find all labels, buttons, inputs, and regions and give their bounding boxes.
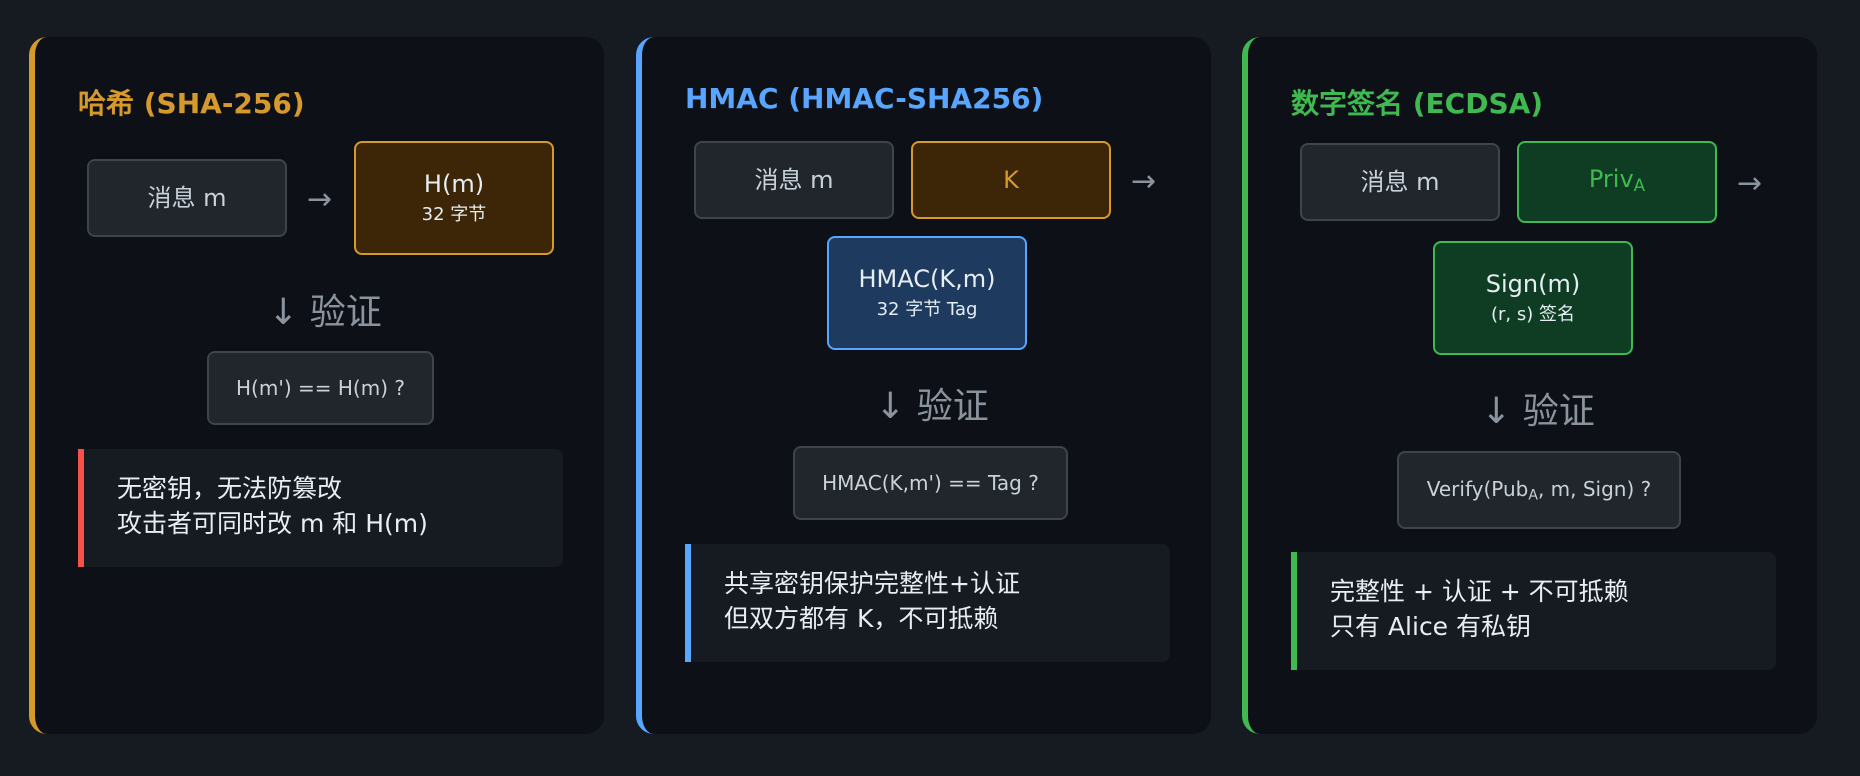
hash-note-line-2: 攻击者可同时改 m 和 H(m) [117,509,428,538]
hash-panel-title: 哈希 (SHA-256) [78,87,305,120]
signature-panel: 数字签名 (ECDSA) 消息 m PrivA → Sign(m) (r, s)… [1242,37,1817,734]
signature-check-label: Verify(PubA, m, Sign) ? [1426,476,1652,504]
hmac-output-size: 32 字节 Tag [876,299,978,320]
hmac-panel: HMAC (HMAC-SHA256) 消息 m K → HMAC(K,m) 32… [636,37,1211,734]
hmac-output-label: HMAC(K,m) [858,265,996,293]
signature-note-line-1: 完整性 + 认证 + 不可抵赖 [1330,577,1629,606]
hash-arrow-icon: → [307,182,333,217]
hmac-arrow-icon: → [1131,164,1157,199]
signature-output-sub: (r, s) 签名 [1491,304,1575,325]
signature-private-key-label: PrivA [1588,164,1646,196]
signature-output-box: Sign(m) (r, s) 签名 [1433,241,1633,355]
signature-check-box: Verify(PubA, m, Sign) ? [1397,451,1681,529]
hmac-verify-label: ↓ 验证 [875,386,989,427]
hash-panel: 哈希 (SHA-256) 消息 m → H(m) 32 字节 ↓ 验证 H(m'… [29,37,604,734]
hash-check-label: H(m') == H(m) ? [236,376,405,400]
hmac-key-label: K [1003,166,1019,194]
hmac-message-box: 消息 m [694,141,894,219]
signature-note-line-2: 只有 Alice 有私钥 [1330,612,1532,641]
hmac-key-box: K [911,141,1111,219]
hmac-check-box: HMAC(K,m') == Tag ? [793,446,1068,520]
hmac-panel-title: HMAC (HMAC-SHA256) [685,82,1044,115]
hash-check-box: H(m') == H(m) ? [207,351,434,425]
hmac-message-label: 消息 m [754,166,834,194]
signature-arrow-icon: → [1737,166,1763,201]
signature-verify-label: ↓ 验证 [1481,391,1595,432]
signature-note: 完整性 + 认证 + 不可抵赖 只有 Alice 有私钥 [1291,552,1776,670]
hash-note: 无密钥，无法防篡改 攻击者可同时改 m 和 H(m) [78,449,563,567]
signature-message-box: 消息 m [1300,143,1500,221]
hash-message-box: 消息 m [87,159,287,237]
signature-message-label: 消息 m [1360,168,1440,196]
hash-message-label: 消息 m [147,184,227,212]
hmac-output-box: HMAC(K,m) 32 字节 Tag [827,236,1027,350]
signature-private-key-box: PrivA [1517,141,1717,223]
hash-verify-label: ↓ 验证 [268,292,382,333]
hash-output-size: 32 字节 [421,204,487,225]
hash-output-label: H(m) [423,170,485,198]
signature-output-label: Sign(m) [1485,270,1581,298]
hmac-note-line-1: 共享密钥保护完整性+认证 [724,569,1020,598]
hmac-note: 共享密钥保护完整性+认证 但双方都有 K，不可抵赖 [685,544,1170,662]
hmac-check-label: HMAC(K,m') == Tag ? [822,471,1039,495]
hash-note-line-1: 无密钥，无法防篡改 [117,474,343,503]
hmac-note-line-2: 但双方都有 K，不可抵赖 [724,604,999,633]
hash-output-box: H(m) 32 字节 [354,141,554,255]
signature-panel-title: 数字签名 (ECDSA) [1291,87,1544,120]
